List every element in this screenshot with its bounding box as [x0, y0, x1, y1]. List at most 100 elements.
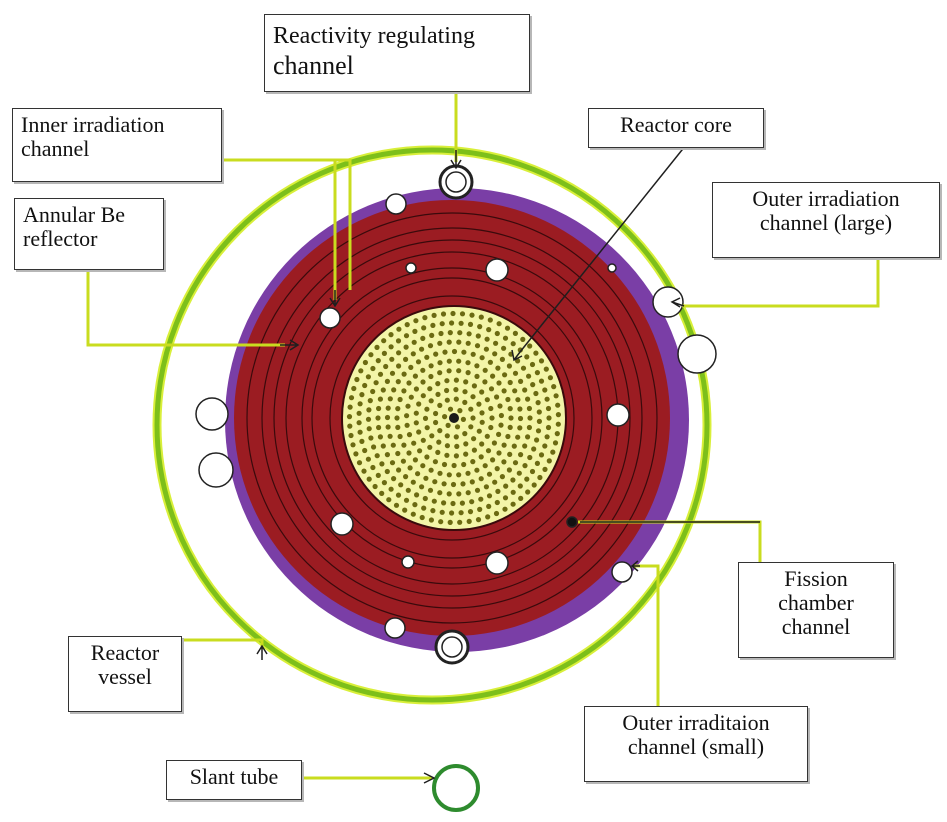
fuel-pin	[397, 433, 403, 440]
fuel-pin	[377, 396, 383, 402]
fuel-pin	[456, 491, 462, 497]
fuel-pin	[471, 436, 477, 442]
fuel-pin	[347, 404, 353, 410]
fuel-pin	[526, 373, 532, 379]
fuel-pin	[463, 451, 469, 457]
fuel-pin	[395, 492, 402, 498]
fuel-pin	[427, 386, 433, 392]
fuel-pin	[499, 474, 505, 480]
fuel-pin	[376, 405, 382, 412]
fuel-pin	[453, 434, 459, 440]
fuel-pin	[555, 412, 562, 418]
fuel-pin	[419, 484, 425, 490]
fuel-pin	[357, 401, 363, 407]
inner-channel	[405, 262, 417, 274]
fuel-pin	[477, 506, 483, 512]
fuel-pin	[547, 375, 554, 381]
fuel-pin	[517, 406, 523, 412]
fuel-pin	[419, 514, 425, 521]
fuel-pin	[403, 344, 409, 350]
fuel-pin	[495, 365, 501, 371]
inner-channel	[485, 551, 509, 575]
fuel-pin	[466, 518, 472, 525]
fuel-pin	[536, 418, 543, 424]
fuel-pin	[375, 358, 381, 364]
fuel-pin	[524, 476, 530, 482]
fuel-pin	[444, 433, 450, 439]
label-line: Reactor	[90, 640, 160, 665]
fuel-pin	[406, 450, 412, 456]
label-inner-irradiation-channel: Inner irradiation channel	[12, 108, 222, 182]
fuel-pin	[487, 359, 493, 365]
fuel-pin	[407, 465, 413, 471]
fuel-pin	[384, 378, 390, 384]
fuel-pin	[531, 482, 537, 488]
fuel-pin	[424, 354, 430, 360]
fuel-pin	[375, 415, 381, 421]
fuel-pin	[524, 354, 530, 360]
fuel-pin	[522, 443, 528, 449]
fuel-pin	[366, 426, 372, 432]
fuel-pin	[374, 344, 380, 350]
fuel-pin	[424, 425, 430, 431]
fuel-pin	[404, 322, 410, 328]
fuel-pin	[457, 519, 463, 525]
fuel-pin	[423, 475, 429, 481]
fuel-pin	[421, 505, 427, 511]
fuel-pin	[430, 508, 436, 514]
fuel-pin	[389, 356, 395, 362]
fuel-pin	[454, 424, 461, 430]
fuel-pin	[520, 336, 526, 342]
fuel-pin	[492, 351, 498, 357]
fuel-pin	[348, 432, 354, 439]
fuel-pin	[511, 443, 517, 449]
fuel-pin	[534, 437, 540, 443]
fuel-pin	[389, 370, 396, 376]
fuel-pin	[486, 471, 493, 477]
fuel-pin	[507, 451, 513, 457]
fuel-pin	[388, 332, 394, 338]
fuel-pin	[470, 394, 476, 400]
fuel-pin	[518, 452, 524, 458]
fuel-pin	[502, 335, 509, 341]
fuel-pin	[451, 462, 457, 469]
fuel-pin	[384, 414, 391, 421]
core-fuel-pins	[346, 310, 562, 526]
fuel-pin	[482, 379, 488, 385]
fuel-pin	[436, 439, 442, 445]
fuel-pin	[402, 507, 408, 513]
fuel-pin	[450, 310, 456, 317]
fuel-pin	[499, 356, 505, 362]
fuel-pin	[515, 397, 521, 403]
fuel-pin	[433, 419, 439, 426]
fuel-pin	[502, 372, 508, 378]
fuel-pin	[537, 474, 543, 481]
fuel-pin	[453, 387, 459, 393]
fuel-pin	[502, 506, 508, 512]
fuel-pin	[414, 492, 420, 498]
fuel-pin	[379, 461, 385, 467]
fuel-pin	[437, 428, 443, 434]
fuel-pin	[538, 378, 545, 384]
reactor-vessel-ring-outline	[154, 147, 710, 703]
fuel-pin	[474, 363, 480, 369]
fuel-pin	[527, 343, 533, 349]
fuel-pin	[437, 340, 443, 346]
fuel-pin	[362, 382, 368, 389]
fuel-pin	[422, 495, 428, 502]
fuel-pin	[380, 387, 386, 393]
fuel-pin	[440, 311, 447, 317]
fuel-pin	[396, 326, 402, 332]
fuel-pin	[428, 373, 434, 380]
fuel-pin	[446, 472, 452, 478]
fuel-pin	[484, 336, 490, 342]
fuel-pin	[507, 424, 513, 430]
fuel-pin	[543, 366, 549, 372]
fuel-pin	[484, 433, 490, 439]
fuel-pin	[471, 383, 477, 389]
fuel-pin	[494, 466, 500, 472]
fuel-pin	[403, 356, 409, 362]
fuel-pin	[391, 476, 397, 482]
fuel-pin	[447, 406, 454, 412]
fuel-pin	[494, 330, 500, 337]
